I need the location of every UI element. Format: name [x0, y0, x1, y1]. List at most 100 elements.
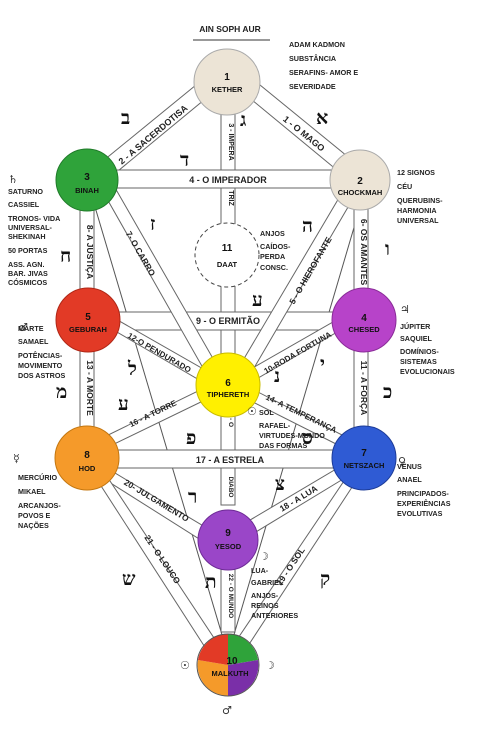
- note-hod-line: MIKAEL: [18, 487, 46, 496]
- note-yesod-line: ANTERIORES: [251, 611, 298, 620]
- note-chockmah-line: HARMONIA: [397, 206, 437, 215]
- note-geburah-line: MOVIMENTO: [18, 361, 63, 370]
- chockmah-name: CHOCKMAH: [338, 188, 383, 197]
- hebrew-tav: ת: [205, 571, 217, 593]
- note-tiphereth-line: SOL: [259, 408, 274, 417]
- sephira-hod: [54, 425, 120, 491]
- path-label-4: 4 - O IMPERADOR: [189, 175, 267, 185]
- note-binah-line: ASS. AGN.: [8, 260, 44, 269]
- note-geburah-line: DOS ASTROS: [18, 371, 65, 380]
- sephira-binah: [55, 148, 119, 212]
- note-kether-line: SERAFINS- AMOR E: [289, 68, 358, 77]
- note-chockmah-line: 12 SIGNOS: [397, 168, 435, 177]
- netszach-number: 7: [361, 448, 367, 459]
- hebrew-zain: ז: [150, 213, 155, 235]
- sephira-kether: [193, 48, 261, 116]
- diagram-title: AIN SOPH AUR: [199, 24, 261, 34]
- note-yesod-line: REINOS: [251, 601, 279, 610]
- hebrew-yod: י: [320, 353, 325, 375]
- hebrew-nun: נ: [274, 365, 280, 387]
- note-chesed-line: SAQUIEL: [400, 334, 433, 343]
- hebrew-he: ה: [302, 215, 313, 237]
- note-geburah-line: MARTE: [18, 324, 44, 333]
- mars-symbol: ♂: [18, 321, 28, 334]
- sephira-tiphereth: [195, 352, 261, 418]
- daat-name: DAAT: [217, 260, 238, 269]
- hebrew-mem: מ: [56, 381, 67, 403]
- note-chockmah-line: CÉU: [397, 182, 412, 191]
- note-geburah-line: POTÊNCIAS-: [18, 351, 63, 360]
- note-tiphereth-line: DAS FORMAS: [259, 441, 308, 450]
- hebrew-shin: ש: [122, 568, 136, 590]
- hebrew-samekh: ס: [302, 427, 313, 449]
- note-tiphereth-line: RAFAEL-: [259, 421, 291, 430]
- note-chockmah-line: QUERUBINS-: [397, 196, 443, 205]
- malkuth-name: MALKUTH: [211, 669, 248, 678]
- tiphereth-number: 6: [225, 378, 231, 389]
- note-daat-line: CONSC.: [260, 263, 288, 272]
- sephira-malkuth: [196, 633, 260, 697]
- sephira-netszach: [331, 425, 397, 491]
- hebrew-aleph: א: [316, 107, 328, 129]
- note-chesed-line: DOMÍNIOS-: [400, 347, 439, 356]
- note-netszach-line: ANAEL: [397, 475, 422, 484]
- note-binah-line: UNIVERSAL-: [8, 223, 53, 232]
- path-label-6: 6- OS AMANTES: [359, 219, 369, 286]
- note-kether-line: SEVERIDADE: [289, 82, 336, 91]
- planet-symbols: ♄ ♃ ♂ ☉ ☿ ♀ ☽ ☉ ☽ ♂: [8, 173, 410, 717]
- daat-circle: [194, 222, 260, 288]
- note-netszach-line: PRINCIPADOS-: [397, 489, 449, 498]
- hebrew-kaph: כ: [383, 381, 392, 403]
- hebrew-beth: ב: [121, 107, 130, 129]
- note-yesod-line: ANJOS-: [251, 591, 279, 600]
- hebrew-resh: ר: [188, 486, 197, 508]
- path-label-17: 17 - A ESTRELA: [196, 455, 265, 465]
- geburah-name: GEBURAH: [69, 325, 107, 334]
- note-chockmah-line: UNIVERSAL: [397, 216, 439, 225]
- hebrew-ayin: ע: [252, 289, 263, 311]
- saturn-symbol: ♄: [8, 173, 18, 186]
- binah-number: 3: [84, 172, 90, 183]
- tiphereth-name: TIPHERETH: [207, 390, 250, 399]
- sephira-yesod: [197, 509, 259, 571]
- note-hod-line: MERCÚRIO: [18, 473, 58, 482]
- earth-sun-symbol: ☉: [180, 659, 190, 672]
- path-label-9: 9 - O ERMITÃO: [196, 316, 260, 326]
- chesed-number: 4: [361, 313, 367, 324]
- side-notes: ADAM KADMON SUBSTÂNCIA SERAFINS- AMOR E …: [8, 40, 455, 620]
- note-binah-line: CÓSMICOS: [8, 278, 47, 287]
- kether-name: KETHER: [212, 85, 243, 94]
- hebrew-gimel: ג: [240, 109, 246, 131]
- note-yesod-line: GABRIEL: [251, 578, 284, 587]
- path-label-13: 13 - A MORTE: [85, 360, 95, 416]
- hebrew-qoph: ק: [320, 568, 330, 590]
- note-yesod-line: LUA-: [251, 566, 269, 575]
- yesod-name: YESOD: [215, 542, 242, 551]
- sephira-chesed: [331, 287, 397, 353]
- hebrew-cheth: ח: [60, 245, 71, 267]
- moon-symbol: ☽: [259, 550, 269, 563]
- daat-number: 11: [222, 243, 233, 254]
- hebrew-ayin-2: ע: [118, 393, 129, 415]
- path-label-8: 8- A JUSTIÇA: [85, 225, 95, 279]
- note-daat-line: CAÍDOS-: [260, 242, 291, 251]
- note-hod-line: POVOS E: [18, 511, 51, 520]
- note-tiphereth-line: VIRTUDES-MUNDO: [259, 431, 325, 440]
- hebrew-daleth: ד: [180, 149, 189, 171]
- hebrew-tzaddi: צ: [275, 473, 285, 495]
- sephira-chockmah: [329, 149, 391, 211]
- path-label-3b: TRIZ: [227, 190, 234, 206]
- hebrew-letters: ב ג א ד ז ה ח ו ע ל י נ מ כ ע פ ס ר צ ש …: [56, 107, 392, 593]
- note-chesed-line: SISTEMAS: [400, 357, 437, 366]
- venus-symbol: ♀: [398, 455, 406, 468]
- note-binah-line: SHEKINAH: [8, 232, 46, 241]
- note-daat-line: ANJOS: [260, 229, 285, 238]
- path-label-22: 22 - O MUNDO: [227, 574, 234, 618]
- malkuth-number: 10: [226, 656, 238, 667]
- note-netszach-line: EVOLUTIVAS: [397, 509, 443, 518]
- path-label-15: 15 - O: [227, 409, 234, 427]
- hebrew-vav: ו: [385, 238, 390, 260]
- geburah-number: 5: [85, 312, 91, 323]
